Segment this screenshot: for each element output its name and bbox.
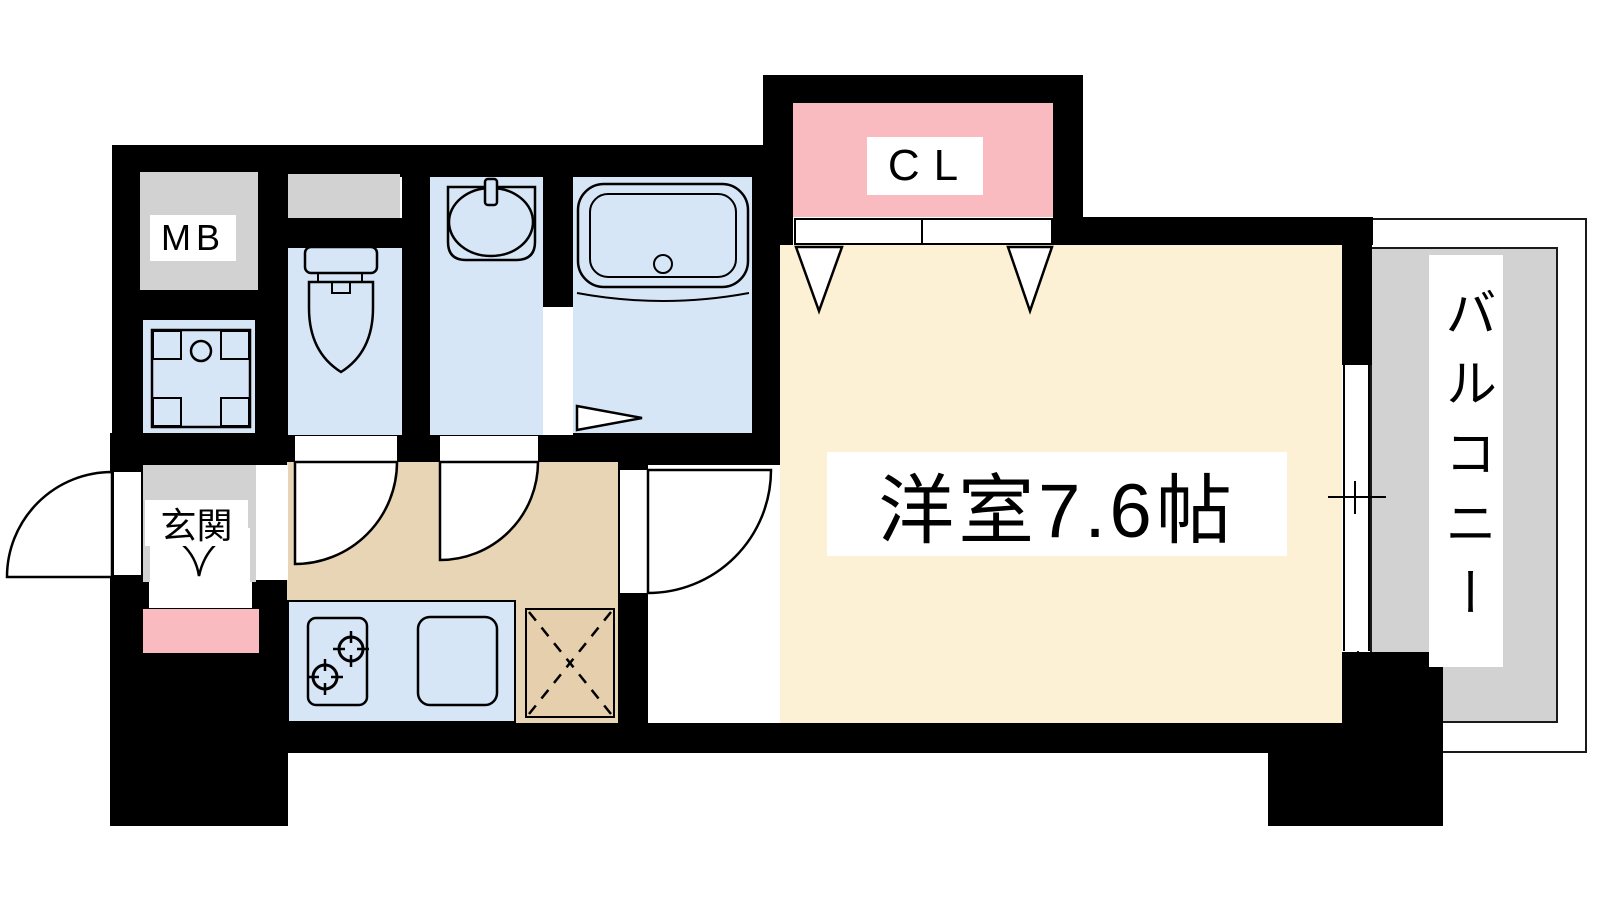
kitchen-sink bbox=[416, 615, 499, 707]
entrance-label: 玄関 bbox=[145, 500, 248, 546]
entrance-door-leaf bbox=[112, 470, 143, 577]
wall-main-top bbox=[1083, 217, 1373, 245]
bathroom bbox=[573, 177, 752, 433]
wall-toilet-washroom bbox=[402, 177, 430, 465]
wall-toilet-shelf-band bbox=[288, 218, 402, 248]
wall-closet-right bbox=[1053, 75, 1083, 245]
wall-closet-left bbox=[763, 75, 793, 245]
bathroom-door-gap bbox=[543, 307, 573, 435]
wall-closet-top bbox=[763, 75, 1083, 103]
wall-washroom-bathroom bbox=[543, 177, 573, 307]
meter-box-label: MB bbox=[150, 215, 236, 261]
washing-machine-pan bbox=[150, 328, 252, 429]
refrigerator-space-cross bbox=[528, 611, 612, 715]
toilet-room bbox=[288, 248, 402, 435]
wall-bottom bbox=[260, 723, 1373, 753]
outside-step bbox=[149, 582, 252, 608]
toilet-shelf bbox=[288, 174, 400, 218]
main-room-door-gap bbox=[620, 470, 648, 593]
toilet-door-gap bbox=[295, 436, 397, 462]
refrigerator-space bbox=[525, 608, 615, 718]
sliding-window bbox=[1343, 365, 1370, 651]
kitchen-stove bbox=[306, 616, 369, 707]
main-room-door-swing bbox=[646, 468, 773, 595]
entrance-door-swing bbox=[5, 470, 114, 579]
entrance-arrow bbox=[182, 544, 216, 577]
washbasin bbox=[446, 177, 537, 262]
bathtub bbox=[576, 182, 750, 302]
entrance-corridor-opening bbox=[256, 465, 288, 580]
closet-door-panel-right bbox=[921, 218, 1053, 245]
wall-right-upper bbox=[1342, 217, 1372, 365]
closet-door-triangles bbox=[794, 245, 1054, 315]
bathroom-door-triangle bbox=[575, 404, 643, 432]
closet-door-panel-left bbox=[794, 218, 923, 245]
main-room-label: 洋室7.6帖 bbox=[827, 452, 1287, 556]
balcony-label: バルコニー bbox=[1429, 255, 1503, 667]
washing-machine-room bbox=[143, 320, 255, 433]
closet-label: CL bbox=[867, 137, 983, 195]
washroom-door-gap bbox=[440, 436, 538, 462]
toilet-door-swing bbox=[293, 460, 399, 566]
sliding-window-tick bbox=[1328, 481, 1386, 514]
washroom-door-swing bbox=[438, 460, 540, 562]
porch-mat bbox=[143, 609, 259, 653]
toilet bbox=[303, 245, 379, 374]
